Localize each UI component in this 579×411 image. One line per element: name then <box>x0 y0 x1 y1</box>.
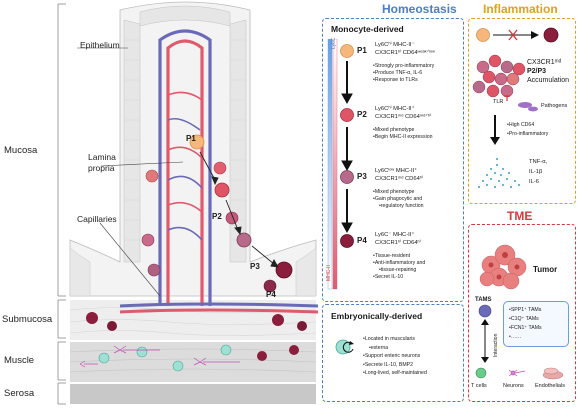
p3-cell <box>236 232 252 248</box>
capillaries-label: Capillaries <box>77 214 117 224</box>
bullet: Mixed phenotype <box>373 189 424 196</box>
interaction-label: Interaction <box>493 333 499 357</box>
vein-loop <box>158 29 212 306</box>
bullet: Produce TNF-α, IL-6 <box>373 70 434 77</box>
bullet: Gain phagocytic and <box>373 196 424 203</box>
tam-subsets-box: SPP1⁺ TAMs C1Q⁺ TAMs FCN1⁺ TAMs …… <box>503 301 569 347</box>
bullet: Pro-inflammatory <box>507 130 549 139</box>
monocyte-derived-box: Monocyte-derived Ly6C MHC-II P1 Ly6Cʰⁱ M… <box>322 18 464 302</box>
p2-cell <box>214 182 230 198</box>
cytokine-labels: TNF-α, IL-1β IL-6 <box>529 157 547 187</box>
layer-label-submucosa: Submucosa <box>2 314 53 325</box>
bullet: Located in muscularis <box>363 335 427 344</box>
bullet: Long-lived, self-maintained <box>363 369 427 378</box>
p1-cell <box>189 134 205 150</box>
epithelium-label: Epithelium <box>80 40 120 50</box>
p4-label: P4 <box>266 290 276 299</box>
layer-label-mucosa: Mucosa <box>4 145 38 156</box>
cytokine-tnf: TNF-α, <box>529 159 548 165</box>
stage-p2-marker1: Ly6Cʰⁱ MHC-II⁺ <box>375 106 415 112</box>
tam-subset: C1Q⁺ TAMs <box>509 315 568 324</box>
embryonic-bullets: Located in muscularis externa Support en… <box>363 335 427 378</box>
accumulation-label-2: P2/P3 <box>527 68 547 75</box>
stage-p4-tag: P4 <box>357 236 367 245</box>
p1-label: P1 <box>186 134 196 143</box>
bullet: Anti-inflammatory and <box>373 260 425 267</box>
layer-label-serosa: Serosa <box>4 388 35 399</box>
mucosa-macrophages <box>141 161 277 293</box>
inflammation-box: CX3CR1ᵐᵈ P2/P3 Accumulation TLR Pathogen… <box>468 18 576 204</box>
bullet: Begin MHC-II expression <box>373 134 433 141</box>
stage-p1-tag: P1 <box>357 46 367 55</box>
tissue-panel: Mucosa Submucosa Muscle Serosa Epitheliu… <box>2 1 319 405</box>
stage-p4-marker2: CX3CR1ʰⁱ CD64ʰⁱ <box>375 240 421 246</box>
tam-subset: FCN1⁺ TAMs <box>509 324 568 333</box>
bullet: Tissue-resident <box>373 253 425 260</box>
stage-p2-tag: P2 <box>357 110 367 119</box>
inflammation-title: Inflammation <box>483 2 558 16</box>
bullet-continued: regulatory function <box>373 203 424 210</box>
stage-p2-bullets: Mixed phenotype Begin MHC-II expression <box>373 127 433 141</box>
embryonic-macrophage-icon <box>335 339 354 355</box>
tumor-label: Tumor <box>533 265 558 274</box>
stage-p1-marker1: Ly6Cʰⁱ MHC-II⁻ <box>375 42 415 48</box>
homeostasis-title: Homeostasis <box>382 2 457 16</box>
t-cells-label: T cells <box>471 383 487 389</box>
stage-p3-marker2: CX3CR1ᵐᵈ CD64ʰⁱ <box>375 176 424 182</box>
stage-p1-marker2: CX3CR1ʰⁱ CD64ʷᵉᵃᵏᐟˡᵒʷ <box>375 50 435 56</box>
bullet: Response to TLRs <box>373 77 434 84</box>
lamina-label: Lamina <box>88 152 116 162</box>
tme-illustration <box>475 244 564 380</box>
accumulation-label-3: Accumulation <box>527 77 570 84</box>
p4-cell <box>275 261 293 279</box>
muscle-layer <box>70 342 316 382</box>
stage-p4-marker1: Ly6C⁻ MHC-II⁺ <box>375 232 415 238</box>
bullet: Mixed phenotype <box>373 127 433 134</box>
stage-p3-marker1: Ly6Cˡᵒʷ MHC-II⁺ <box>375 168 418 174</box>
bullet: High CD64 <box>507 121 548 130</box>
cytokine-il1b: IL-1β <box>529 169 543 175</box>
pathogens-label: Pathogens <box>541 103 568 109</box>
artery-loop <box>166 39 204 306</box>
inflammation-bullets: High CD64 Pro-inflammatory <box>507 121 549 139</box>
layer-label-muscle: Muscle <box>4 355 35 366</box>
serosa-layer <box>70 384 316 404</box>
bullet: Support enteric neurons <box>363 352 427 361</box>
cytokine-il6: IL-6 <box>529 179 539 185</box>
stage-p3-tag: P3 <box>357 172 367 181</box>
stage-p4-bullets: Tissue-resident Anti-inflammatory and ti… <box>373 253 425 281</box>
bullet-continued: externa <box>363 344 427 353</box>
bullet-continued: tissue-repairing <box>373 267 425 274</box>
tam-subset: SPP1⁺ TAMs <box>509 306 568 315</box>
tam-subset: …… <box>509 333 568 342</box>
endothelials-label: Endothelials <box>535 383 565 389</box>
accumulation-label-1: CX3CR1ᵐᵈ <box>527 59 562 66</box>
tme-title: TME <box>507 209 533 223</box>
propria-label: propria <box>88 163 115 173</box>
embryonic-title: Embryonically-derived <box>331 311 423 321</box>
marker-gradient-axes <box>327 39 338 290</box>
p3-label: P3 <box>250 262 260 271</box>
bullet: Secret IL-10 <box>373 274 425 281</box>
tlr-label: TLR <box>493 99 504 105</box>
tme-box: Tumor TAMS Interaction SPP1⁺ TAMs C1Q⁺ T… <box>468 224 576 402</box>
differentiation-arrows <box>341 61 353 234</box>
stage-p2-marker2: CX3CR1ᵐᵈ CD64ᵐᵈᐟʰⁱ <box>375 114 432 120</box>
p2-label: P2 <box>212 212 222 221</box>
tams-label: TAMS <box>475 297 492 303</box>
neurons-label: Neurons <box>503 383 524 389</box>
stage-p3-bullets: Mixed phenotype Gain phagocytic and regu… <box>373 189 424 210</box>
stage-p1-bullets: Strongly pro-inflammatory Produce TNF-α,… <box>373 63 434 84</box>
bullet: Secrete IL-10, BMP2 <box>363 361 427 370</box>
mhc-axis-label: MHC-II <box>326 265 332 281</box>
embryonic-derived-box: Embryonically-derived Located in muscula… <box>322 304 464 402</box>
inflammation-illustration <box>472 27 559 188</box>
ly6c-axis-label: Ly6C <box>331 37 337 50</box>
bullet: Strongly pro-inflammatory <box>373 63 434 70</box>
tissue-illustration <box>57 1 319 405</box>
monocyte-title: Monocyte-derived <box>331 24 404 34</box>
